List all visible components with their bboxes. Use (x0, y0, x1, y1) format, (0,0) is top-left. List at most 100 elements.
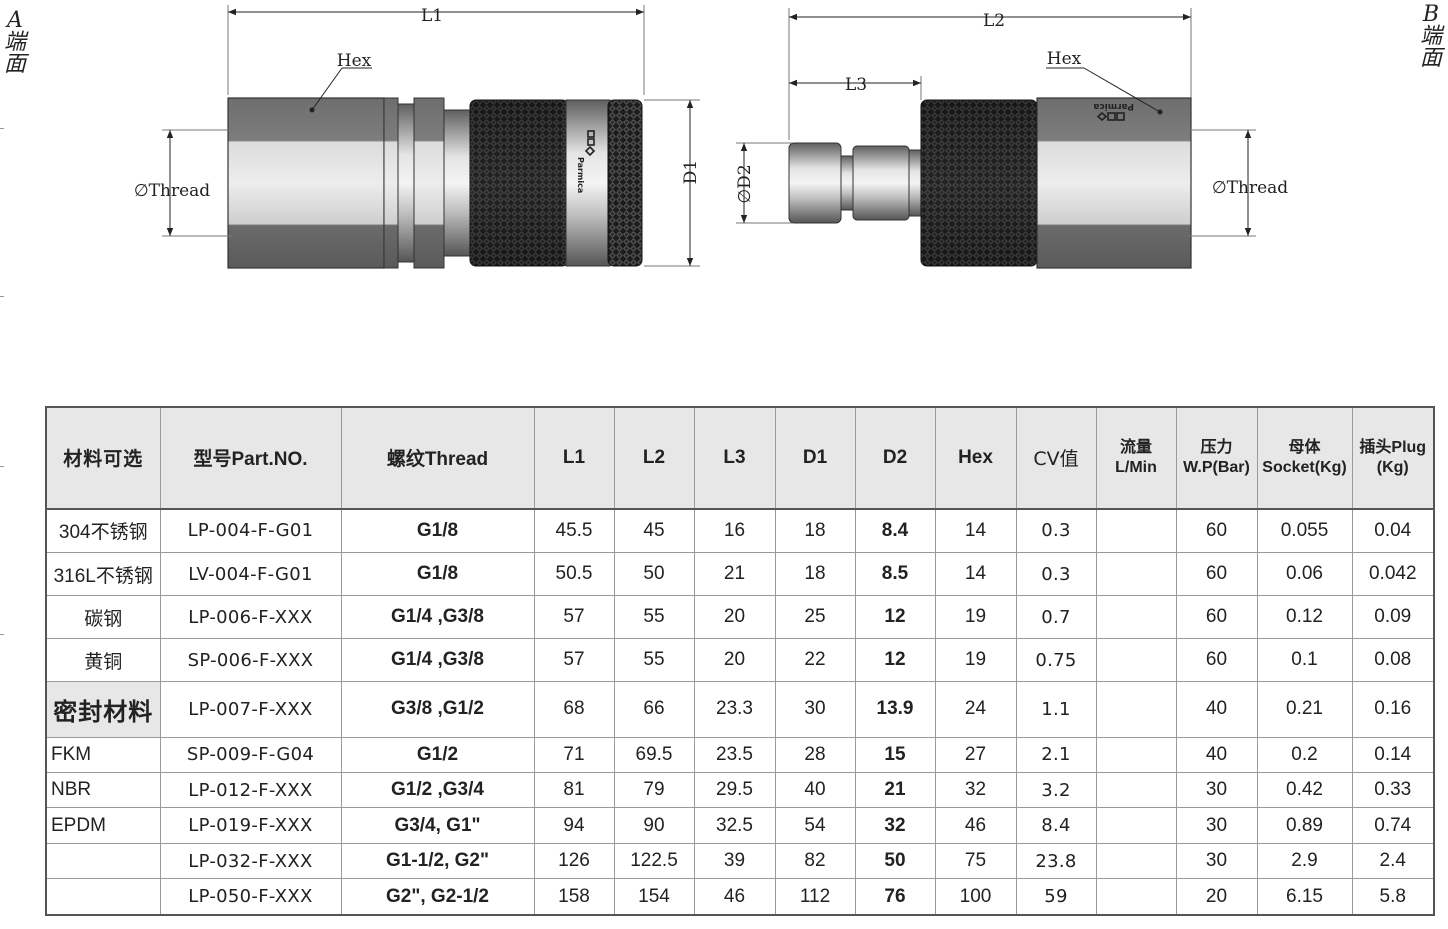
cell-mat: 316L不锈钢 (45, 551, 161, 597)
cell-thread: G1/4 ,G3/8 (340, 638, 535, 683)
cell-mat (45, 878, 161, 917)
cell-part: SP-006-F-XXX (159, 638, 342, 683)
cell-socket: 0.21 (1256, 681, 1353, 738)
cell-d2: 15 (854, 736, 936, 774)
cell-l1: 57 (533, 638, 615, 683)
header-l2: L2 (613, 406, 695, 510)
coupling-drawing: L1 Parmica Hex ∅Thread (134, 5, 1288, 269)
cell-d1: 18 (774, 551, 856, 597)
cell-plug: 0.09 (1351, 595, 1435, 640)
header-l3: L3 (693, 406, 776, 510)
cell-thread: G1/2 ,G3/4 (340, 772, 535, 809)
cell-l3: 23.5 (693, 736, 776, 774)
cell-flow (1095, 508, 1177, 553)
cell-d2: 12 (854, 638, 936, 683)
thread-label-plug: ∅Thread (1212, 178, 1288, 198)
cell-thread: G1/8 (340, 508, 535, 553)
table-header-row: 材料可选 型号Part.NO. 螺纹Thread L1 L2 L3 D1 D2 … (45, 406, 1435, 510)
cell-socket: 0.055 (1256, 508, 1353, 553)
cell-wp: 60 (1175, 508, 1258, 553)
cell-flow (1095, 551, 1177, 597)
cell-flow (1095, 736, 1177, 774)
cell-d2: 12 (854, 595, 936, 640)
spec-table: 材料可选 型号Part.NO. 螺纹Thread L1 L2 L3 D1 D2 … (45, 406, 1435, 917)
cell-plug: 0.14 (1351, 736, 1435, 774)
cell-plug: 0.74 (1351, 807, 1435, 844)
cell-l1: 81 (533, 772, 615, 809)
cell-part: LP-050-F-XXX (159, 878, 342, 917)
header-part-no: 型号Part.NO. (159, 406, 342, 510)
brand-text: Parmica (1093, 101, 1134, 111)
cell-part: LP-012-F-XXX (159, 772, 342, 809)
edge-tick (0, 466, 4, 467)
cell-l2: 45 (613, 508, 695, 553)
cell-mat: 密封材料 (45, 681, 161, 738)
cell-hex: 27 (934, 736, 1017, 774)
cell-cv: 0.7 (1015, 595, 1097, 640)
cell-d2: 8.4 (854, 508, 936, 553)
hex-label-plug: Hex (1047, 49, 1082, 69)
cell-flow (1095, 772, 1177, 809)
cell-plug: 0.08 (1351, 638, 1435, 683)
cell-plug: 0.16 (1351, 681, 1435, 738)
header-d1: D1 (774, 406, 856, 510)
cell-l2: 55 (613, 595, 695, 640)
cell-l3: 20 (693, 595, 776, 640)
cell-hex: 14 (934, 551, 1017, 597)
brand-logo-icon: Parmica (1093, 101, 1134, 122)
cell-wp: 60 (1175, 638, 1258, 683)
cell-d2: 32 (854, 807, 936, 844)
cell-part: LP-032-F-XXX (159, 842, 342, 880)
cell-d2: 8.5 (854, 551, 936, 597)
cell-d1: 22 (774, 638, 856, 683)
cell-part: LP-006-F-XXX (159, 595, 342, 640)
cell-d1: 54 (774, 807, 856, 844)
l2-label: L2 (983, 11, 1005, 31)
cell-l2: 122.5 (613, 842, 695, 880)
cell-mat (45, 842, 161, 880)
cell-cv: 1.1 (1015, 681, 1097, 738)
cell-part: LP-007-F-XXX (159, 681, 342, 738)
cell-hex: 100 (934, 878, 1017, 917)
cell-socket: 0.1 (1256, 638, 1353, 683)
side-label-a-char2: 面 (3, 52, 26, 77)
cell-plug: 5.8 (1351, 878, 1435, 917)
thread-label-socket: ∅Thread (134, 181, 210, 201)
l3-label: L3 (845, 75, 867, 95)
header-thread: 螺纹Thread (340, 406, 535, 510)
cell-d2: 76 (854, 878, 936, 917)
cell-l3: 16 (693, 508, 776, 553)
cell-thread: G3/4, G1" (340, 807, 535, 844)
cell-hex: 14 (934, 508, 1017, 553)
brand-text: Parmica (576, 157, 585, 193)
cell-d1: 82 (774, 842, 856, 880)
cell-wp: 40 (1175, 736, 1258, 774)
cell-hex: 24 (934, 681, 1017, 738)
cell-l3: 21 (693, 551, 776, 597)
side-label-a: A 端 面 (2, 10, 28, 76)
cell-cv: 0.3 (1015, 508, 1097, 553)
cell-socket: 0.06 (1256, 551, 1353, 597)
cell-flow (1095, 842, 1177, 880)
cell-d2: 13.9 (854, 681, 936, 738)
l1-label: L1 (421, 6, 443, 26)
cell-hex: 19 (934, 595, 1017, 640)
header-material: 材料可选 (45, 406, 161, 510)
cell-thread: G1/4 ,G3/8 (340, 595, 535, 640)
cell-hex: 19 (934, 638, 1017, 683)
cell-mat: NBR (45, 772, 161, 809)
cell-wp: 20 (1175, 878, 1258, 917)
cell-plug: 2.4 (1351, 842, 1435, 880)
cell-plug: 0.042 (1351, 551, 1435, 597)
cell-flow (1095, 681, 1177, 738)
cell-flow (1095, 595, 1177, 640)
cell-mat: FKM (45, 736, 161, 774)
